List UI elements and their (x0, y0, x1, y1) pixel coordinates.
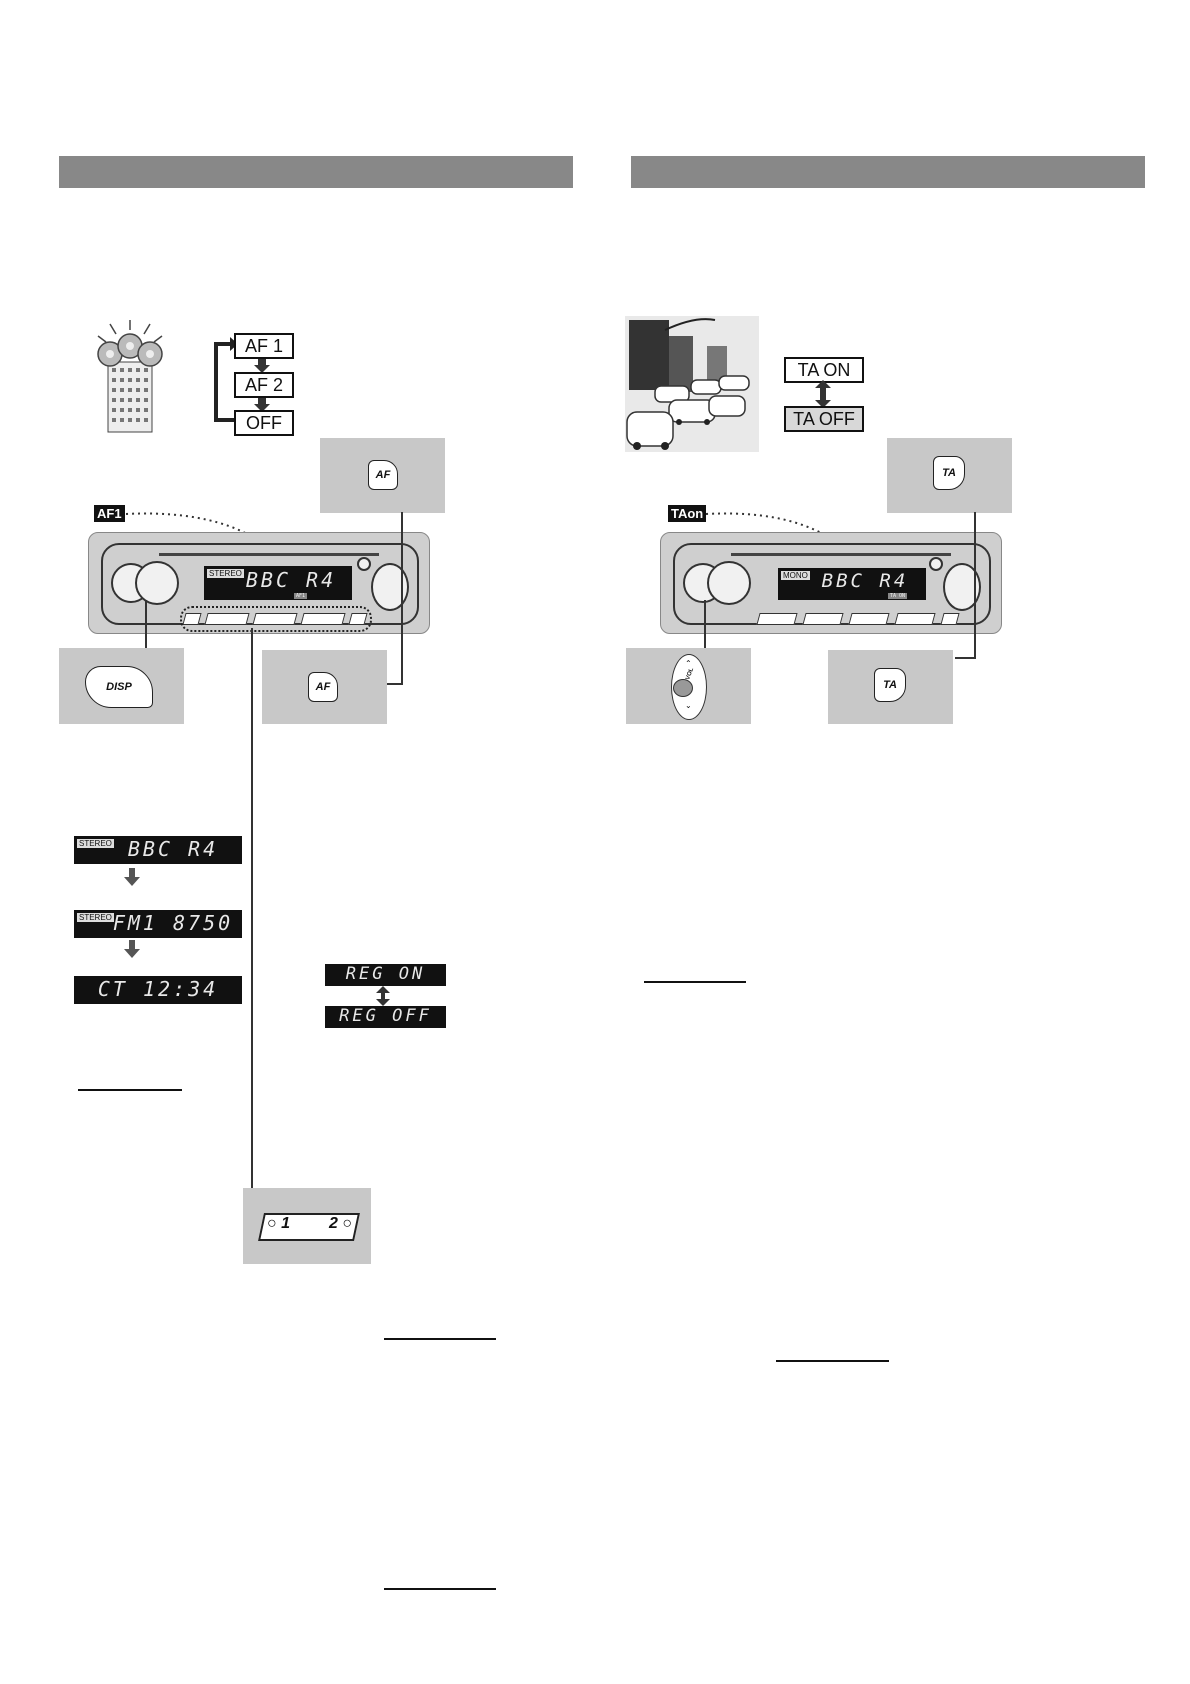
af-cycle-af2: AF 2 (234, 372, 294, 398)
right-section-header (631, 156, 1145, 188)
preset-button[interactable] (940, 613, 960, 625)
leader-line (401, 512, 403, 684)
disp-cycle-display-2: STEREO FM1 8750 (74, 910, 242, 938)
section-underline (384, 1588, 496, 1590)
section-underline (78, 1089, 182, 1091)
ta-off-label: TA OFF (784, 406, 864, 432)
af-cycle-af1: AF 1 (234, 333, 294, 359)
toggle-arrow-icon (815, 380, 831, 408)
up-chevron-icon: ⌃ (685, 659, 692, 668)
preset-highlight-dotted (180, 606, 372, 632)
preset-button[interactable] (848, 613, 890, 625)
leader-line (251, 628, 253, 1198)
broadcast-tower-illustration (97, 320, 163, 433)
down-arrow-icon (254, 398, 270, 412)
down-arrow-icon (254, 359, 270, 373)
af1-indicator: AF1 (94, 505, 125, 522)
vol-knob-icon (673, 679, 693, 697)
section-underline (776, 1360, 889, 1362)
disp-knob[interactable] (135, 561, 179, 605)
leader-line (955, 657, 976, 659)
main-display-left: STEREO BBC R4 AF1 (204, 566, 352, 600)
ta-button-top[interactable]: TA (933, 456, 965, 490)
vol-button-card: VOL ⌃ ⌄ (626, 648, 751, 724)
tuning-knob[interactable] (371, 563, 409, 611)
leader-line (386, 683, 403, 685)
af-button-card-bottom: AF (262, 650, 387, 724)
af-button-top[interactable]: AF (368, 460, 398, 490)
traffic-jam-illustration (625, 316, 759, 452)
preset-1-label: ○ 1 (267, 1215, 291, 1232)
preset-2-label: 2 ○ (329, 1215, 353, 1232)
reg-off-display: REG OFF (325, 1006, 446, 1028)
ta-on-indicator: TAon (668, 505, 707, 522)
disp-button-card: DISP (59, 648, 184, 724)
ta-button-card-top: TA (887, 438, 1012, 513)
disp-button[interactable]: DISP (85, 666, 153, 708)
left-section-header (59, 156, 573, 188)
disp-cycle-display-1: STEREO BBC R4 (74, 836, 242, 864)
preset-button[interactable] (802, 613, 844, 625)
down-chevron-icon: ⌄ (685, 701, 692, 710)
leader-line (145, 600, 147, 648)
down-arrow-icon (124, 940, 140, 958)
ta-on-label: TA ON (784, 357, 864, 383)
preset-button[interactable] (894, 613, 936, 625)
af-button-card-top: AF (320, 438, 445, 513)
eject-button[interactable] (357, 557, 371, 571)
leader-line (974, 512, 976, 658)
vol-button[interactable]: VOL ⌃ ⌄ (671, 654, 707, 720)
preset-button-card: ○ 1 2 ○ (243, 1188, 371, 1264)
disp-cycle-display-3: CT 12:34 (74, 976, 242, 1004)
af-cycle-off: OFF (234, 410, 294, 436)
preset-button[interactable] (756, 613, 798, 625)
eject-button[interactable] (929, 557, 943, 571)
main-display-right: MONO BBC R4 TA ON (778, 568, 926, 600)
section-underline (644, 981, 746, 983)
ta-button-card-bottom: TA (828, 650, 953, 724)
leader-line (704, 600, 706, 648)
ta-button-bottom[interactable]: TA (874, 668, 906, 702)
down-arrow-icon (124, 868, 140, 886)
toggle-arrow-icon (376, 986, 390, 1006)
reg-on-display: REG ON (325, 964, 446, 986)
af-button-bottom[interactable]: AF (308, 672, 338, 702)
section-underline (384, 1338, 496, 1340)
disp-knob[interactable] (707, 561, 751, 605)
